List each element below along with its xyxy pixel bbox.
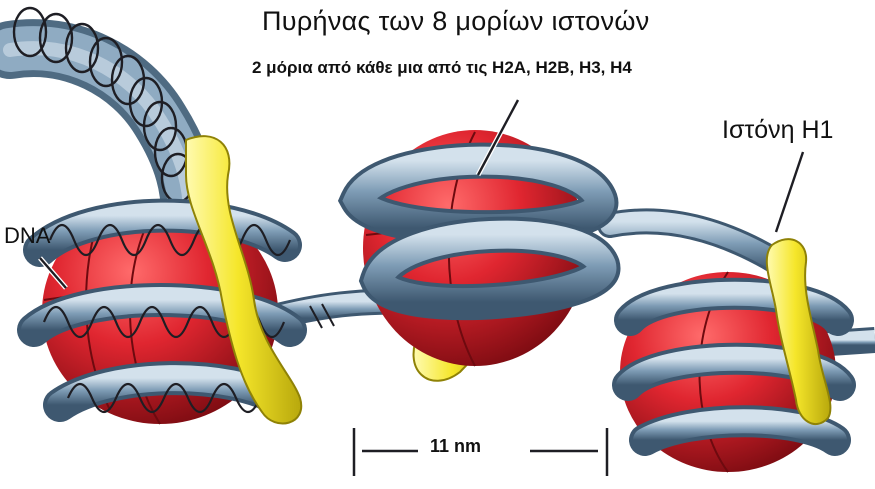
scale-label: 11 nm — [430, 436, 481, 457]
upper-chromatin-fiber — [10, 8, 194, 215]
histone-h1-label: Ιστόνη H1 — [722, 116, 833, 145]
dna-label: DNA — [4, 223, 50, 249]
h1-leader-line — [776, 152, 803, 232]
core-subtitle: 2 μόρια από κάθε μια από τις H2A, H2B, H… — [252, 58, 632, 78]
right-nucleosome — [620, 239, 840, 472]
core-title: Πυρήνας των 8 μορίων ιστονών — [262, 6, 650, 37]
